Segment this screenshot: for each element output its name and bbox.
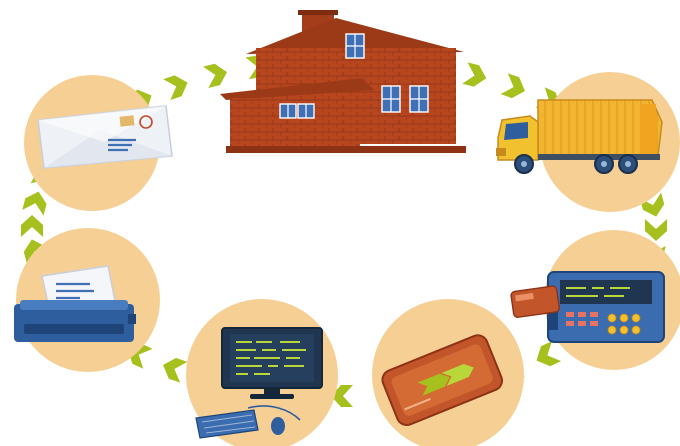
house-icon [220,10,466,153]
cycle-arrow [645,219,667,241]
cycle-arrow [163,75,188,101]
garbage-truck-icon [496,99,663,174]
printer-icon [14,265,136,342]
cycle-arrow [163,357,188,383]
cycle-arrow [203,63,228,89]
cycle-arrow [331,385,353,407]
cycle-arrow [462,62,487,87]
envelope-icon [37,105,173,169]
cycle-arrow [21,215,43,237]
card-terminal-icon [510,271,665,343]
credit-card-icon [381,334,503,427]
cycle-arrow [500,73,525,99]
computer-icon [195,327,323,439]
cycle-arrow [639,192,665,217]
cycle-arrow [22,191,47,216]
cycle-arrow [536,341,562,367]
